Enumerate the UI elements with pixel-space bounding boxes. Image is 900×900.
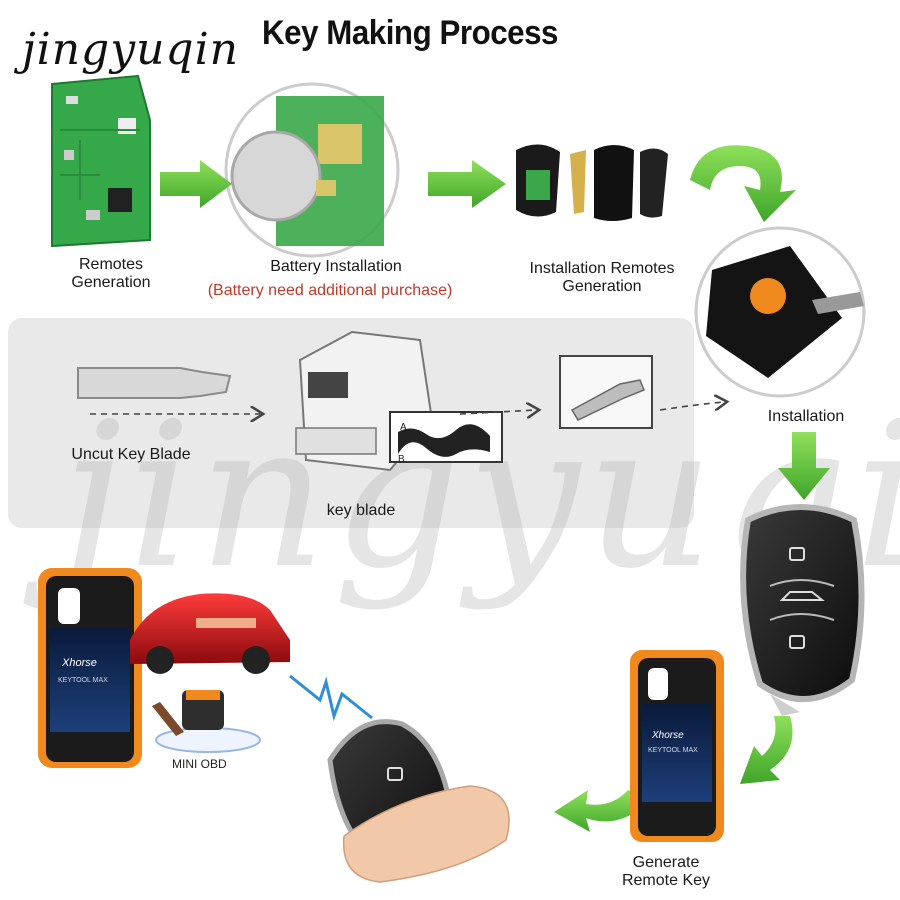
uncut-key-blade-image — [77, 367, 232, 399]
step-label-remotes-generation: Remotes Generation — [71, 256, 151, 291]
battery-purchase-note: (Battery need additional purchase) — [207, 282, 453, 299]
keytool-max-device-left — [38, 568, 142, 768]
arrow-down-icon — [778, 432, 830, 500]
battery-installation-image — [224, 82, 400, 258]
device-screen-brand: Xhorse — [651, 730, 684, 741]
step-label-key-blade: key blade — [326, 502, 396, 519]
device-screen-brand: Xhorse — [61, 657, 97, 669]
mini-obd-adapter-image — [152, 690, 261, 753]
cut-track-b-label: B — [398, 454, 405, 465]
device-screen-model: KEYTOOL MAX — [58, 677, 108, 684]
obd-adapter-label: MINI OBD — [172, 757, 227, 771]
step-label-uncut-key-blade: Uncut Key Blade — [71, 446, 191, 463]
curved-arrow-icon — [690, 145, 796, 222]
step-label-installation: Installation — [767, 408, 845, 425]
finished-remote-key-image — [740, 504, 865, 716]
car-trunk-icon — [779, 591, 825, 601]
hand-holding-fob-image — [327, 719, 510, 883]
cut-track-a-label: A — [400, 422, 407, 433]
curved-arrow-icon — [740, 716, 793, 784]
lock-icon — [789, 547, 805, 561]
unlock-icon — [789, 635, 805, 649]
page-title: Key Making Process — [262, 14, 558, 52]
signal-wave-icon — [289, 674, 373, 722]
flow-dashed-arrow — [659, 402, 724, 411]
key-cut-profile-inset — [389, 411, 503, 463]
installation-fob-image — [694, 226, 866, 398]
cut-key-blade-image — [559, 355, 653, 429]
brand-signature: jingyuqin — [22, 24, 239, 75]
arrow-right-icon — [428, 160, 506, 208]
pcb-board-image — [51, 74, 151, 248]
arrow-right-icon — [160, 160, 232, 208]
step-label-generate-remote-key: Generate Remote Key — [621, 854, 711, 889]
keytool-max-device-right — [630, 650, 724, 842]
key-shell-parts-image — [516, 144, 668, 221]
step-label-battery-installation: Battery Installation — [270, 258, 402, 275]
flow-dashed-arrow — [459, 410, 536, 414]
red-car-image — [130, 593, 290, 674]
step-label-installation-remotes-generation: Installation Remotes Generation — [529, 260, 675, 295]
device-screen-model: KEYTOOL MAX — [648, 747, 698, 754]
lock-icon — [387, 767, 403, 781]
curved-arrow-icon — [554, 790, 650, 832]
